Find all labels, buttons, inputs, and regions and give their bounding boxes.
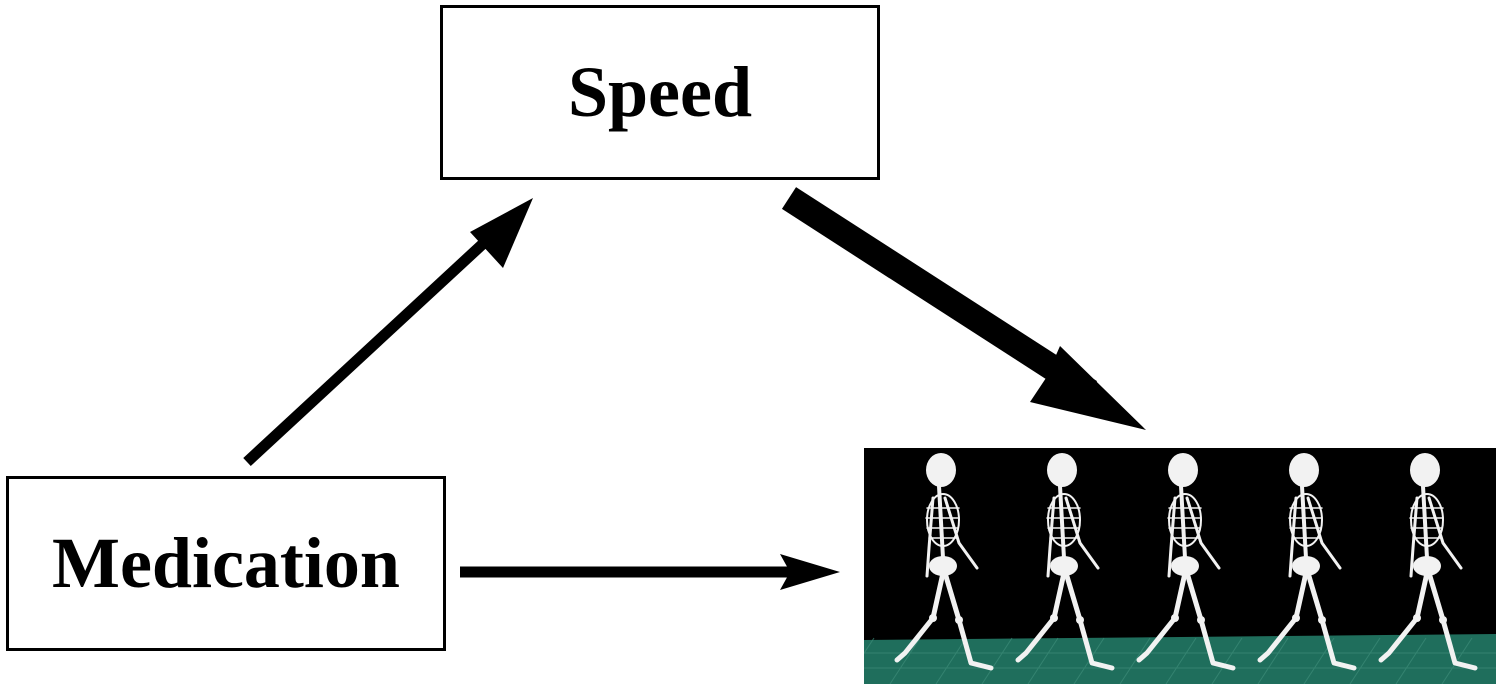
- medication-label: Medication: [52, 523, 400, 603]
- arrow-medication-to-gait: [460, 554, 840, 590]
- arrow-speed-to-gait: [781, 187, 1146, 430]
- gait-skeleton-image: [864, 448, 1496, 684]
- medication-node: Medication: [6, 476, 446, 651]
- gait-floor: [864, 634, 1496, 684]
- skeleton-figure: [1015, 453, 1115, 671]
- speed-label: Speed: [567, 52, 753, 132]
- arrow-medication-to-speed: [243, 198, 533, 467]
- skeleton-figure: [1257, 453, 1357, 671]
- skeleton-figure: [1378, 453, 1478, 671]
- speed-node: Speed: [440, 5, 880, 180]
- skeleton-figure: [1136, 453, 1236, 671]
- skeleton-figure: [894, 453, 994, 671]
